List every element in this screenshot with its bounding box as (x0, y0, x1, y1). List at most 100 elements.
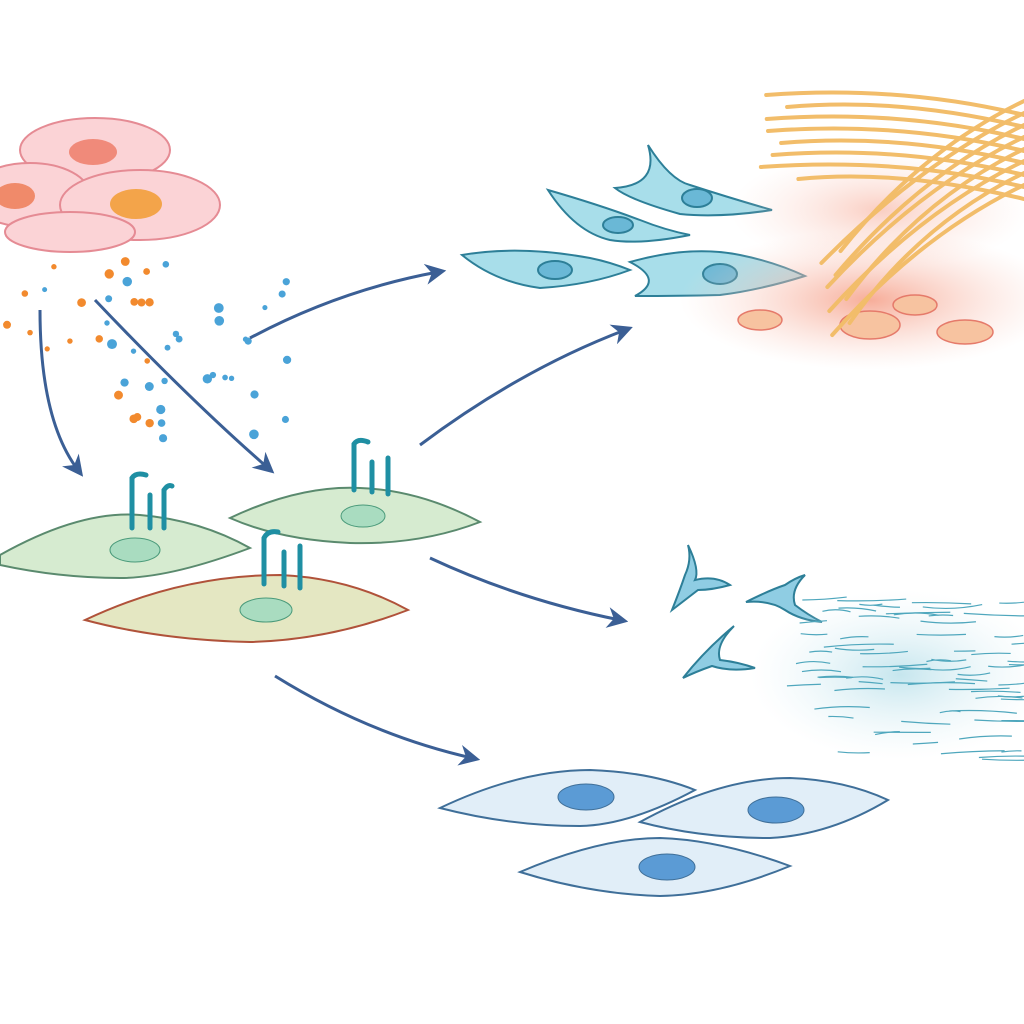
signal-dot (262, 305, 268, 311)
receptor-cell-icon (0, 437, 483, 644)
mesh-strand (837, 598, 907, 602)
collagen-fiber (764, 90, 1024, 117)
collagen-fiber (830, 183, 1024, 337)
arrow-icon (274, 674, 481, 766)
mesh-strand (873, 604, 900, 608)
signal-dot (222, 374, 228, 381)
signal-dot (278, 290, 286, 298)
signal-dot (143, 268, 151, 275)
mesh-strand (834, 687, 885, 692)
collagen-fiber (758, 162, 1024, 189)
mesh-strand (928, 614, 954, 617)
collagen-fiber (766, 126, 1024, 153)
fibrous-mesh-icon (750, 590, 1024, 761)
mesh-strand (959, 735, 1012, 740)
signal-dot (144, 358, 151, 364)
mesh-strand (1011, 642, 1024, 645)
signal-dot (120, 378, 129, 387)
signal-dot (122, 276, 132, 287)
arrow-icon (429, 556, 629, 628)
signal-dot (120, 257, 130, 266)
mesh-strand (795, 660, 831, 665)
mesh-strand (998, 682, 1024, 686)
signal-dot (145, 298, 154, 307)
mesh-strand (1000, 698, 1024, 701)
signal-dot (130, 297, 139, 306)
mesh-strand (999, 601, 1024, 604)
arrow-icon (93, 298, 275, 474)
signal-dot (228, 375, 235, 382)
signal-dot (157, 419, 166, 427)
signal-dot (67, 338, 73, 344)
mesh-strand (786, 683, 821, 687)
signal-dot (137, 298, 146, 307)
mesh-strand (926, 659, 951, 663)
mesh-strand (858, 681, 883, 685)
collagen-fiber (779, 138, 1024, 165)
mesh-strand (931, 658, 967, 662)
mesh-strand (840, 636, 869, 640)
signal-dot (144, 382, 154, 391)
mesh-strand (890, 681, 955, 684)
quiescent-cell-icon (437, 768, 891, 898)
mesh-strand (911, 601, 972, 605)
signal-dot (282, 355, 292, 365)
mesh-strand (988, 664, 1024, 668)
signal-dot (164, 344, 171, 351)
signal-dot (213, 303, 224, 313)
signal-dot (250, 390, 259, 399)
mesh-strand (828, 715, 854, 719)
mesh-strand (1001, 719, 1024, 722)
signal-dot (242, 336, 249, 342)
signal-dot (156, 404, 166, 415)
signal-dot (281, 415, 289, 424)
mesh-strand (978, 755, 1024, 759)
mesh-strand (893, 612, 939, 616)
signal-dot (161, 377, 168, 385)
signal-dot (51, 264, 57, 270)
signal-dot (129, 414, 139, 424)
mesh-strand (916, 633, 967, 636)
arrows (38, 263, 633, 766)
mesh-strand (994, 634, 1024, 638)
signal-dot (172, 330, 180, 338)
signal-dot (105, 295, 113, 303)
mesh-strand (834, 647, 875, 651)
mesh-strand (802, 596, 847, 601)
signal-dot (249, 429, 259, 440)
signal-dot (202, 374, 213, 384)
signal-dot (162, 261, 170, 268)
arrow-icon (419, 324, 633, 447)
mesh-strand (948, 687, 1010, 691)
mesh-strand (800, 633, 828, 636)
signal-dot (104, 320, 110, 326)
collagen-fiber (770, 150, 1024, 177)
collagen-fiber (833, 123, 1024, 277)
collagen-fiber (827, 159, 1024, 313)
mesh-strand (974, 719, 1024, 723)
collagen-fiber (819, 111, 1024, 265)
signal-dot (175, 335, 183, 343)
signal-dot (44, 346, 50, 352)
signal-dot (21, 290, 29, 297)
mesh-strand (822, 609, 851, 613)
fragment-icon (669, 544, 823, 679)
collagen-fiber (785, 102, 1024, 129)
mesh-strand (809, 650, 833, 653)
mesh-strand (912, 741, 939, 745)
mesh-strand (975, 695, 1023, 699)
arrow-icon (38, 309, 84, 477)
mesh-strand (981, 758, 1024, 761)
mesh-strand (920, 620, 977, 624)
collagen-fiber (764, 114, 1024, 141)
mesh-strand (859, 603, 883, 606)
mesh-strand (823, 643, 894, 648)
signal-dot (282, 278, 290, 286)
cell-cluster-icon (0, 117, 221, 253)
arrow-icon (249, 263, 447, 340)
signal-dot (107, 339, 117, 350)
signal-dot (95, 335, 103, 343)
signal-dot (104, 269, 114, 279)
mesh-strand (1007, 660, 1024, 663)
